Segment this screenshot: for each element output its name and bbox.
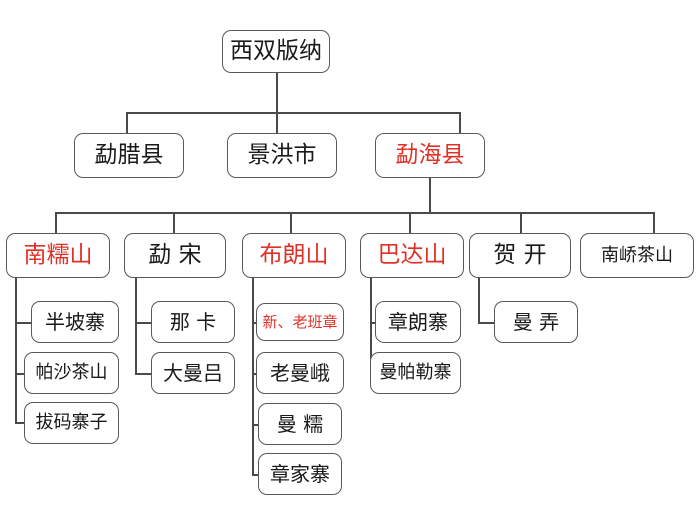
- node-label: 曼 弄: [512, 310, 560, 334]
- node-pashachashan[interactable]: 帕沙茶山: [24, 352, 119, 394]
- node-label: 西双版纳: [230, 38, 322, 64]
- connector-hekai-spine: [478, 277, 480, 323]
- connector-mengsong-stub-2: [135, 373, 153, 375]
- connector-menghai-down: [429, 177, 431, 213]
- node-hekai[interactable]: 贺 开: [469, 233, 571, 278]
- connector-level2-stub-3: [459, 112, 461, 134]
- node-root-xishuangbanna[interactable]: 西双版纳: [222, 30, 330, 73]
- connector-level3-bus: [55, 212, 655, 214]
- connector-level2-stub-2: [276, 112, 278, 134]
- node-mannuo[interactable]: 曼 糯: [258, 403, 342, 445]
- node-label: 贺 开: [493, 242, 547, 268]
- node-badashan[interactable]: 巴达山: [360, 233, 464, 278]
- node-xin-lao-banzhang[interactable]: 新、老班章: [256, 303, 344, 341]
- connector-level2-stub-1: [126, 112, 128, 134]
- connector-level3-stub-1: [55, 212, 57, 234]
- node-laomane[interactable]: 老曼峨: [256, 352, 344, 394]
- node-label: 南糯山: [23, 242, 93, 268]
- connector-nannuoshan-spine: [15, 277, 17, 423]
- node-label: 布朗山: [259, 242, 329, 268]
- connector-level3-stub-5: [520, 212, 522, 234]
- node-naka[interactable]: 那 卡: [151, 301, 235, 343]
- connector-hekai-stub-1: [478, 322, 496, 324]
- connector-level3-stub-4: [409, 212, 411, 234]
- node-label: 那 卡: [169, 310, 217, 334]
- node-bulangshan[interactable]: 布朗山: [242, 233, 346, 278]
- connector-level2-bus: [126, 112, 460, 114]
- connector-level3-stub-3: [290, 212, 292, 234]
- node-label: 大曼吕: [163, 361, 223, 385]
- node-banpozhai[interactable]: 半坡寨: [31, 301, 119, 343]
- connector-level3-stub-6: [653, 212, 655, 234]
- node-label: 勐 宋: [148, 242, 202, 268]
- node-zhangjiazhai[interactable]: 章家寨: [258, 453, 342, 495]
- node-label: 新、老班章: [262, 312, 338, 331]
- node-label: 曼帕勒寨: [379, 362, 452, 383]
- node-label: 景洪市: [247, 142, 317, 168]
- node-label: 章家寨: [270, 462, 330, 486]
- node-label: 章朗寨: [388, 310, 448, 334]
- node-label: 曼 糯: [276, 412, 324, 436]
- node-mannong[interactable]: 曼 弄: [494, 301, 578, 343]
- node-menghaixian[interactable]: 勐海县: [375, 133, 485, 178]
- connector-mengsong-spine: [135, 277, 137, 375]
- node-label: 拔码寨子: [35, 412, 108, 433]
- connector-bulangshan-spine: [252, 277, 254, 474]
- node-zhanglangzhai[interactable]: 章朗寨: [375, 301, 461, 343]
- node-label: 巴达山: [377, 242, 447, 268]
- node-label: 勐腊县: [94, 142, 164, 168]
- node-menglaxian[interactable]: 勐腊县: [74, 133, 184, 178]
- connector-mengsong-stub-1: [135, 322, 153, 324]
- node-label: 勐海县: [395, 142, 465, 168]
- connector-root-down: [276, 72, 278, 113]
- node-label: 老曼峨: [270, 361, 330, 385]
- node-label: 半坡寨: [45, 310, 105, 334]
- node-bamazhaizi[interactable]: 拔码寨子: [24, 402, 119, 444]
- node-label: 南峤茶山: [601, 244, 673, 266]
- node-manpalezhai[interactable]: 曼帕勒寨: [370, 352, 461, 394]
- node-jinghongshi[interactable]: 景洪市: [227, 133, 337, 178]
- node-label: 帕沙茶山: [35, 362, 108, 383]
- node-mengsong[interactable]: 勐 宋: [124, 233, 226, 278]
- node-nanqiaochashan[interactable]: 南峤茶山: [580, 233, 694, 278]
- connector-level3-stub-2: [173, 212, 175, 234]
- node-damanlv[interactable]: 大曼吕: [151, 352, 235, 394]
- node-nannuoshan[interactable]: 南糯山: [6, 233, 110, 278]
- connector-nannuoshan-stub-1: [15, 322, 33, 324]
- connector-badashan-spine: [370, 277, 372, 375]
